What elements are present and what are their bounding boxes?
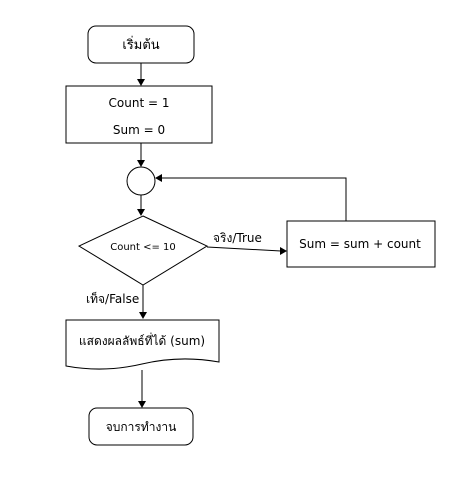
end-label: จบการทำงาน xyxy=(106,420,177,434)
output-label: แสดงผลลัพธ์ที่ได้ (sum) xyxy=(79,332,205,348)
output-node: แสดงผลลัพธ์ที่ได้ (sum) xyxy=(65,319,220,370)
decision-node: Count <= 10 xyxy=(77,215,209,286)
edge-decision-false: เท็จ/False xyxy=(86,285,147,319)
connector-node xyxy=(126,166,156,196)
edge-output-to-end xyxy=(138,370,146,408)
init-node: Count = 1 Sum = 0 xyxy=(65,85,213,144)
edge-init-to-connector xyxy=(137,143,145,167)
end-node: จบการทำงาน xyxy=(88,407,194,446)
init-count-text: Count = 1 xyxy=(109,96,170,110)
init-sum-text: Sum = 0 xyxy=(113,123,165,137)
start-node: เริ่มต้น xyxy=(87,25,195,64)
true-edge-label: จริง/True xyxy=(213,231,262,245)
edge-connector-to-decision xyxy=(137,195,145,216)
start-label: เริ่มต้น xyxy=(122,36,159,53)
process-label: Sum = sum + count xyxy=(299,237,421,251)
decision-label: Count <= 10 xyxy=(110,242,176,253)
edge-decision-true: จริง/True xyxy=(206,231,287,255)
false-edge-label: เท็จ/False xyxy=(86,291,139,306)
edge-loop-back xyxy=(155,174,347,221)
edge-start-to-init xyxy=(137,63,145,86)
process-node: Sum = sum + count xyxy=(286,220,436,268)
